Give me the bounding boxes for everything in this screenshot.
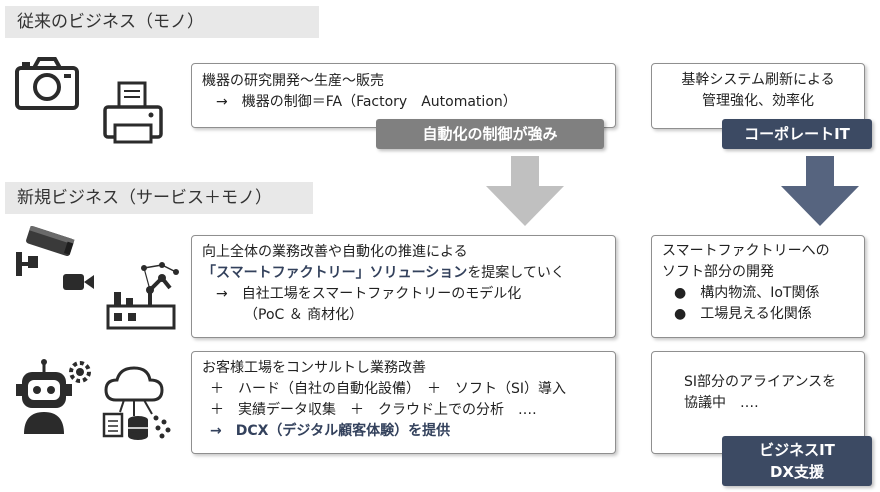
section-new: 新規ビジネス（サービス＋モノ）	[5, 182, 313, 214]
robot-icon	[14, 358, 94, 436]
box-text: お客様工場をコンサルトし業務改善	[202, 360, 426, 376]
box-text: を提案していく	[467, 265, 565, 281]
box-text: → 機器の制御＝FA（Factory Automation）	[216, 94, 517, 110]
corporate-it-badge: コーポレートIT	[722, 119, 872, 149]
box-text: ＋ ハード（自社の自動化設備） ＋ ソフト（SI）導入	[210, 381, 567, 397]
automation-strength-badge: 自動化の制御が強み	[376, 119, 604, 149]
security-camera-icon	[14, 226, 76, 284]
robot-arm-factory-icon	[104, 262, 180, 330]
box-text: スマートファクトリーへの	[662, 243, 830, 259]
bullet-item: ● 工場見える化関係	[674, 306, 812, 322]
box-text: 向上全体の業務改善や自動化の推進による	[202, 244, 468, 260]
box-text: SI部分のアライアンスを	[684, 374, 837, 390]
box-text: （PoC ＆ 商材化）	[244, 307, 364, 323]
box-text: → 自社工場をスマートファクトリーのモデル化	[216, 286, 522, 302]
box-text-line: 「スマートファクトリー」ソリューションを提案していく	[202, 263, 605, 284]
badge-line: DX支援	[769, 463, 825, 481]
smart-factory-box: 向上全体の業務改善や自動化の推進による 「スマートファクトリー」ソリューションを…	[191, 235, 616, 338]
box-text: 協議中 ‥‥	[684, 395, 759, 411]
section-traditional: 従来のビジネス（モノ）	[5, 6, 319, 38]
badge-line: ビジネスIT	[759, 441, 835, 459]
camera-icon	[14, 56, 80, 112]
bullet-item: ● 構内物流、IoT関係	[674, 285, 820, 301]
smart-factory-software-box: スマートファクトリーへの ソフト部分の開発 ● 構内物流、IoT関係 ● 工場見…	[651, 235, 865, 338]
business-it-badge: ビジネスIT DX支援	[722, 436, 872, 486]
smart-factory-highlight: 「スマートファクトリー」ソリューション	[202, 265, 468, 281]
printer-icon	[102, 80, 164, 146]
box-text: ソフト部分の開発	[662, 264, 774, 280]
cloud-data-icon	[100, 366, 178, 442]
corporate-it-box: 基幹システム刷新による 管理強化、効率化	[651, 63, 865, 129]
box-text: 機器の研究開発～生産～販売	[202, 73, 384, 89]
video-camera-icon	[62, 270, 96, 294]
box-text: 管理強化、効率化	[702, 93, 814, 109]
down-arrow-icon	[777, 156, 863, 228]
dcx-highlight: → DCX（デジタル顧客体験）を提供	[210, 423, 451, 439]
box-text: 基幹システム刷新による	[681, 72, 835, 88]
consulting-box: お客様工場をコンサルトし業務改善 ＋ ハード（自社の自動化設備） ＋ ソフト（S…	[191, 351, 616, 454]
down-arrow-icon	[482, 156, 568, 228]
box-text: ＋ 実績データ収集 ＋ クラウド上での分析 ‥‥	[210, 402, 537, 418]
